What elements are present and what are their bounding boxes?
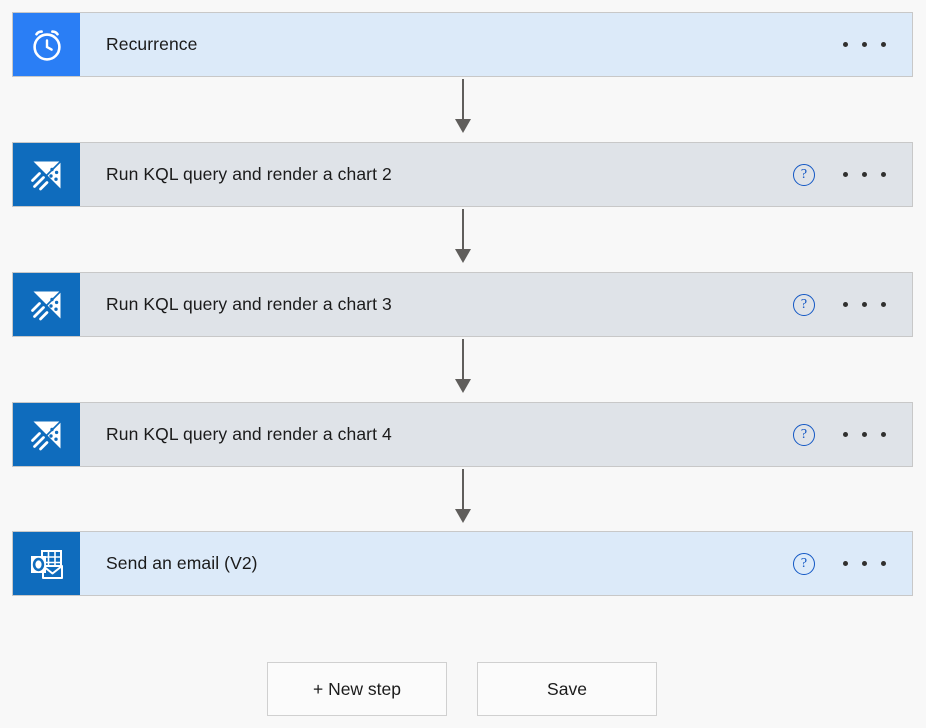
ellipsis-icon[interactable] bbox=[841, 426, 888, 443]
step-title: Run KQL query and render a chart 3 bbox=[106, 294, 392, 314]
step-title: Recurrence bbox=[106, 34, 198, 54]
step-title: Run KQL query and render a chart 4 bbox=[106, 424, 392, 444]
azure-data-explorer-icon bbox=[13, 403, 80, 466]
step-actions bbox=[841, 13, 912, 76]
alarm-clock-icon bbox=[13, 13, 80, 76]
azure-data-explorer-icon bbox=[13, 143, 80, 206]
save-button[interactable]: Save bbox=[477, 662, 657, 716]
step-card-kql-chart-4[interactable]: Run KQL query and render a chart 4 ? bbox=[12, 402, 913, 467]
step-card-send-email[interactable]: Send an email (V2) ? bbox=[12, 531, 913, 596]
step-title: Run KQL query and render a chart 2 bbox=[106, 164, 392, 184]
ellipsis-icon[interactable] bbox=[841, 166, 888, 183]
step-title: Send an email (V2) bbox=[106, 553, 258, 573]
step-actions: ? bbox=[793, 143, 912, 206]
new-step-button[interactable]: + New step bbox=[267, 662, 447, 716]
step-card-kql-chart-2[interactable]: Run KQL query and render a chart 2 ? bbox=[12, 142, 913, 207]
ellipsis-icon[interactable] bbox=[841, 555, 888, 572]
down-arrow-icon bbox=[455, 339, 471, 395]
down-arrow-icon bbox=[455, 469, 471, 525]
down-arrow-icon bbox=[455, 79, 471, 135]
step-actions: ? bbox=[793, 403, 912, 466]
help-circle-icon[interactable]: ? bbox=[793, 163, 815, 186]
help-circle-icon[interactable]: ? bbox=[793, 552, 815, 575]
down-arrow-icon bbox=[455, 209, 471, 265]
step-card-kql-chart-3[interactable]: Run KQL query and render a chart 3 ? bbox=[12, 272, 913, 337]
azure-data-explorer-icon bbox=[13, 273, 80, 336]
ellipsis-icon[interactable] bbox=[841, 36, 888, 53]
outlook-icon bbox=[13, 532, 80, 595]
step-card-recurrence[interactable]: Recurrence bbox=[12, 12, 913, 77]
step-actions: ? bbox=[793, 273, 912, 336]
step-actions: ? bbox=[793, 532, 912, 595]
help-circle-icon[interactable]: ? bbox=[793, 423, 815, 446]
help-circle-icon[interactable]: ? bbox=[793, 293, 815, 316]
ellipsis-icon[interactable] bbox=[841, 296, 888, 313]
